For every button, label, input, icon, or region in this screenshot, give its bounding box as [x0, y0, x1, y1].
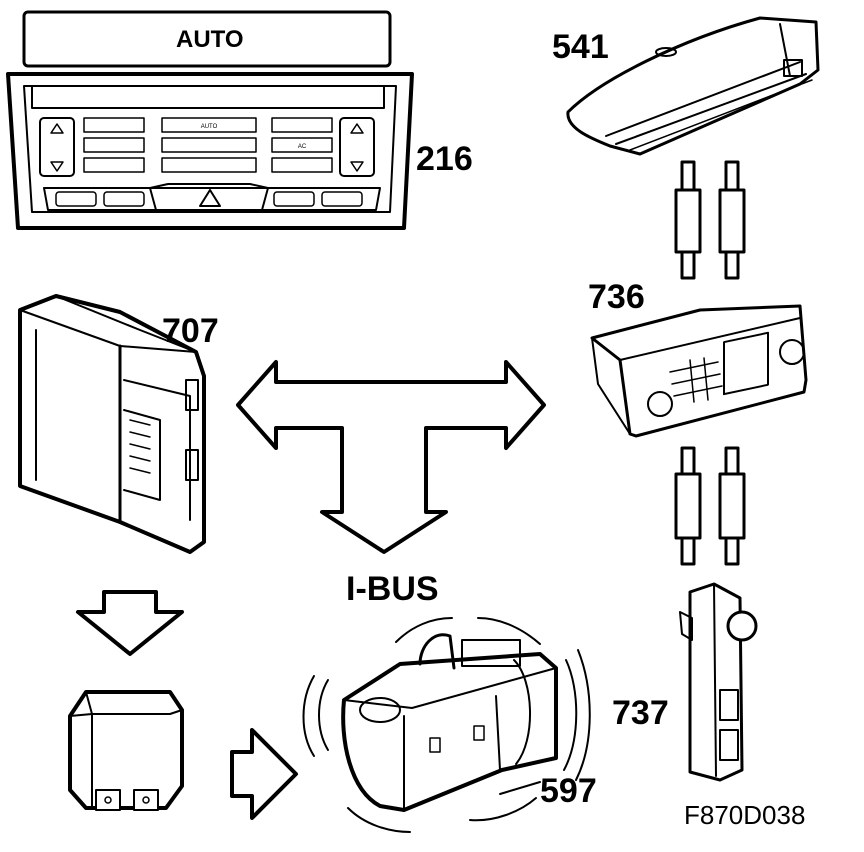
relay	[68, 690, 184, 811]
bus-arrow	[236, 360, 546, 554]
label-737: 737	[612, 694, 669, 732]
information-display-unit	[566, 16, 820, 156]
ac-button-label: AC	[298, 144, 307, 150]
climate-control-panel	[6, 10, 414, 230]
label-541: 541	[552, 28, 609, 66]
steering-wheel-control	[679, 582, 758, 782]
connector-pair-upper	[674, 160, 746, 280]
auto-button-label: AUTO	[201, 124, 218, 130]
control-module	[18, 294, 206, 554]
right-arrow	[230, 728, 298, 820]
figure-reference: F870D038	[684, 800, 806, 830]
label-736: 736	[588, 278, 645, 316]
climate-display-text: AUTO	[176, 26, 244, 53]
vibration-marks	[302, 617, 591, 833]
heater-unit	[341, 633, 558, 812]
label-707: 707	[162, 312, 219, 350]
connector-pair-lower	[674, 446, 746, 566]
label-216: 216	[416, 140, 473, 178]
radio-unit	[590, 304, 808, 438]
label-597: 597	[540, 772, 597, 810]
down-arrow	[76, 590, 184, 656]
bus-label: I-BUS	[346, 570, 439, 608]
